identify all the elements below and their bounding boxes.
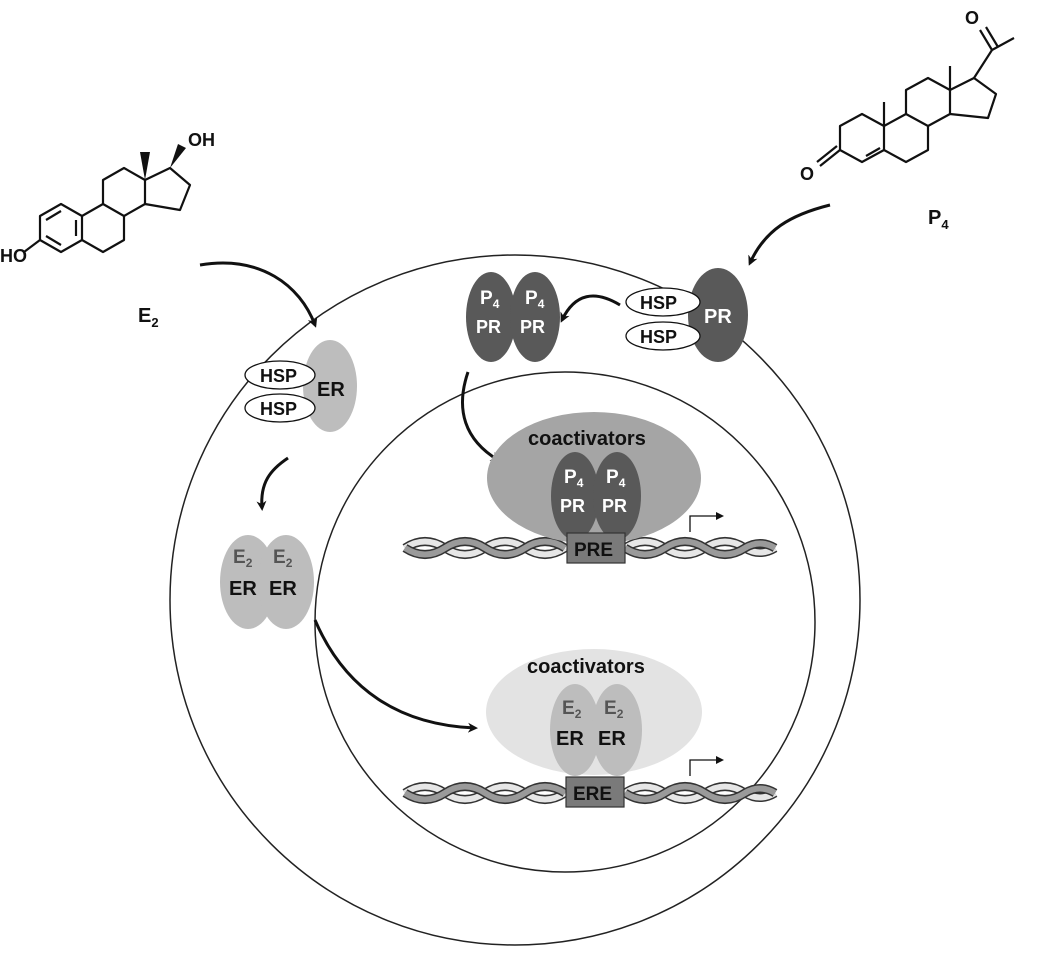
er-dimer-right-ligand: E2: [273, 547, 293, 570]
progesterone-ketone-o: O: [965, 8, 979, 28]
pre-label: PRE: [574, 540, 613, 561]
pr-monomer: [688, 268, 748, 362]
hsp-top-er: [244, 360, 316, 390]
hsp-top-pr-label: HSP: [640, 293, 677, 313]
arrow-pr-nucleus: [460, 371, 501, 462]
arrow-p4-enter: [748, 203, 831, 266]
hsp-bottom-er: [244, 393, 316, 423]
er-dimer-right-label: ER: [269, 578, 297, 600]
er-hsp-complex: HSP HSP ER: [244, 340, 357, 432]
pr-nuc-left: [551, 452, 599, 540]
hsp-bottom-pr: [625, 321, 701, 351]
pr-dimer-right-ligand: P4: [525, 288, 545, 311]
progesterone-label: P4: [928, 207, 949, 232]
transcription-arrow-er: [689, 756, 724, 776]
ere-label: ERE: [573, 784, 612, 805]
hsp-top-er-label: HSP: [260, 366, 297, 386]
er-nuc-right: [592, 684, 642, 776]
er-dimer-left-label: ER: [229, 578, 257, 600]
pr-dimer-cytoplasm: P4 P4 PR PR: [466, 272, 560, 362]
er-monomer-label: ER: [317, 379, 345, 401]
cell-membrane: [169, 254, 861, 946]
er-nuc-right-ligand: E2: [604, 698, 624, 721]
pr-dimer-left: [466, 272, 516, 362]
pr-monomer-label: PR: [704, 306, 732, 328]
pr-nuc-right-ligand: P4: [606, 467, 626, 490]
estradiol-label: E2: [138, 305, 159, 330]
progesterone-structure: [816, 26, 1015, 167]
pr-dimer-right-label: PR: [520, 317, 545, 337]
estradiol-ho-left: HO: [0, 246, 27, 266]
dna-helix-pre: [402, 537, 778, 559]
pre-box: [566, 532, 626, 564]
hsp-top-pr: [625, 287, 701, 317]
pr-nuc-right: [593, 452, 641, 540]
coactivators-pr-label: coactivators: [528, 428, 646, 450]
transcription-arrow-pr: [689, 512, 724, 532]
hsp-bottom-er-label: HSP: [260, 399, 297, 419]
er-dimer-right: [258, 535, 314, 629]
er-nuc-right-label: ER: [598, 728, 626, 750]
pr-dimer-left-ligand: P4: [480, 288, 500, 311]
pr-nuc-left-label: PR: [560, 496, 585, 516]
estradiol-structure: [23, 144, 192, 254]
pr-nuc-right-label: PR: [602, 496, 627, 516]
er-monomer: [303, 340, 357, 432]
pr-dimer-left-label: PR: [476, 317, 501, 337]
er-dimer-left-ligand: E2: [233, 547, 253, 570]
pr-nuc-left-ligand: P4: [564, 467, 584, 490]
er-nuc-left-label: ER: [556, 728, 584, 750]
pr-hsp-complex: HSP HSP PR: [625, 268, 748, 362]
arrow-e2-enter: [199, 261, 318, 328]
dna-helix-ere: [402, 782, 778, 804]
pr-dimer-right: [510, 272, 560, 362]
progesterone-ring-o: O: [800, 164, 814, 184]
er-dimer-nucleus: E2 E2 ER ER: [550, 684, 642, 776]
coactivators-er-label: coactivators: [527, 656, 645, 678]
er-nuc-left-ligand: E2: [562, 698, 582, 721]
pr-dimer-nucleus: P4 P4 PR PR: [551, 452, 641, 540]
arrow-er-dimerize: [256, 456, 289, 511]
estradiol-oh-top: OH: [188, 130, 215, 150]
arrow-er-nucleus: [313, 619, 478, 733]
ere-box: [565, 776, 625, 808]
hsp-bottom-pr-label: HSP: [640, 327, 677, 347]
er-nuc-left: [550, 684, 600, 776]
er-dimer-cytoplasm: E2 E2 ER ER: [220, 535, 314, 629]
arrow-pr-dimerize: [560, 294, 621, 323]
